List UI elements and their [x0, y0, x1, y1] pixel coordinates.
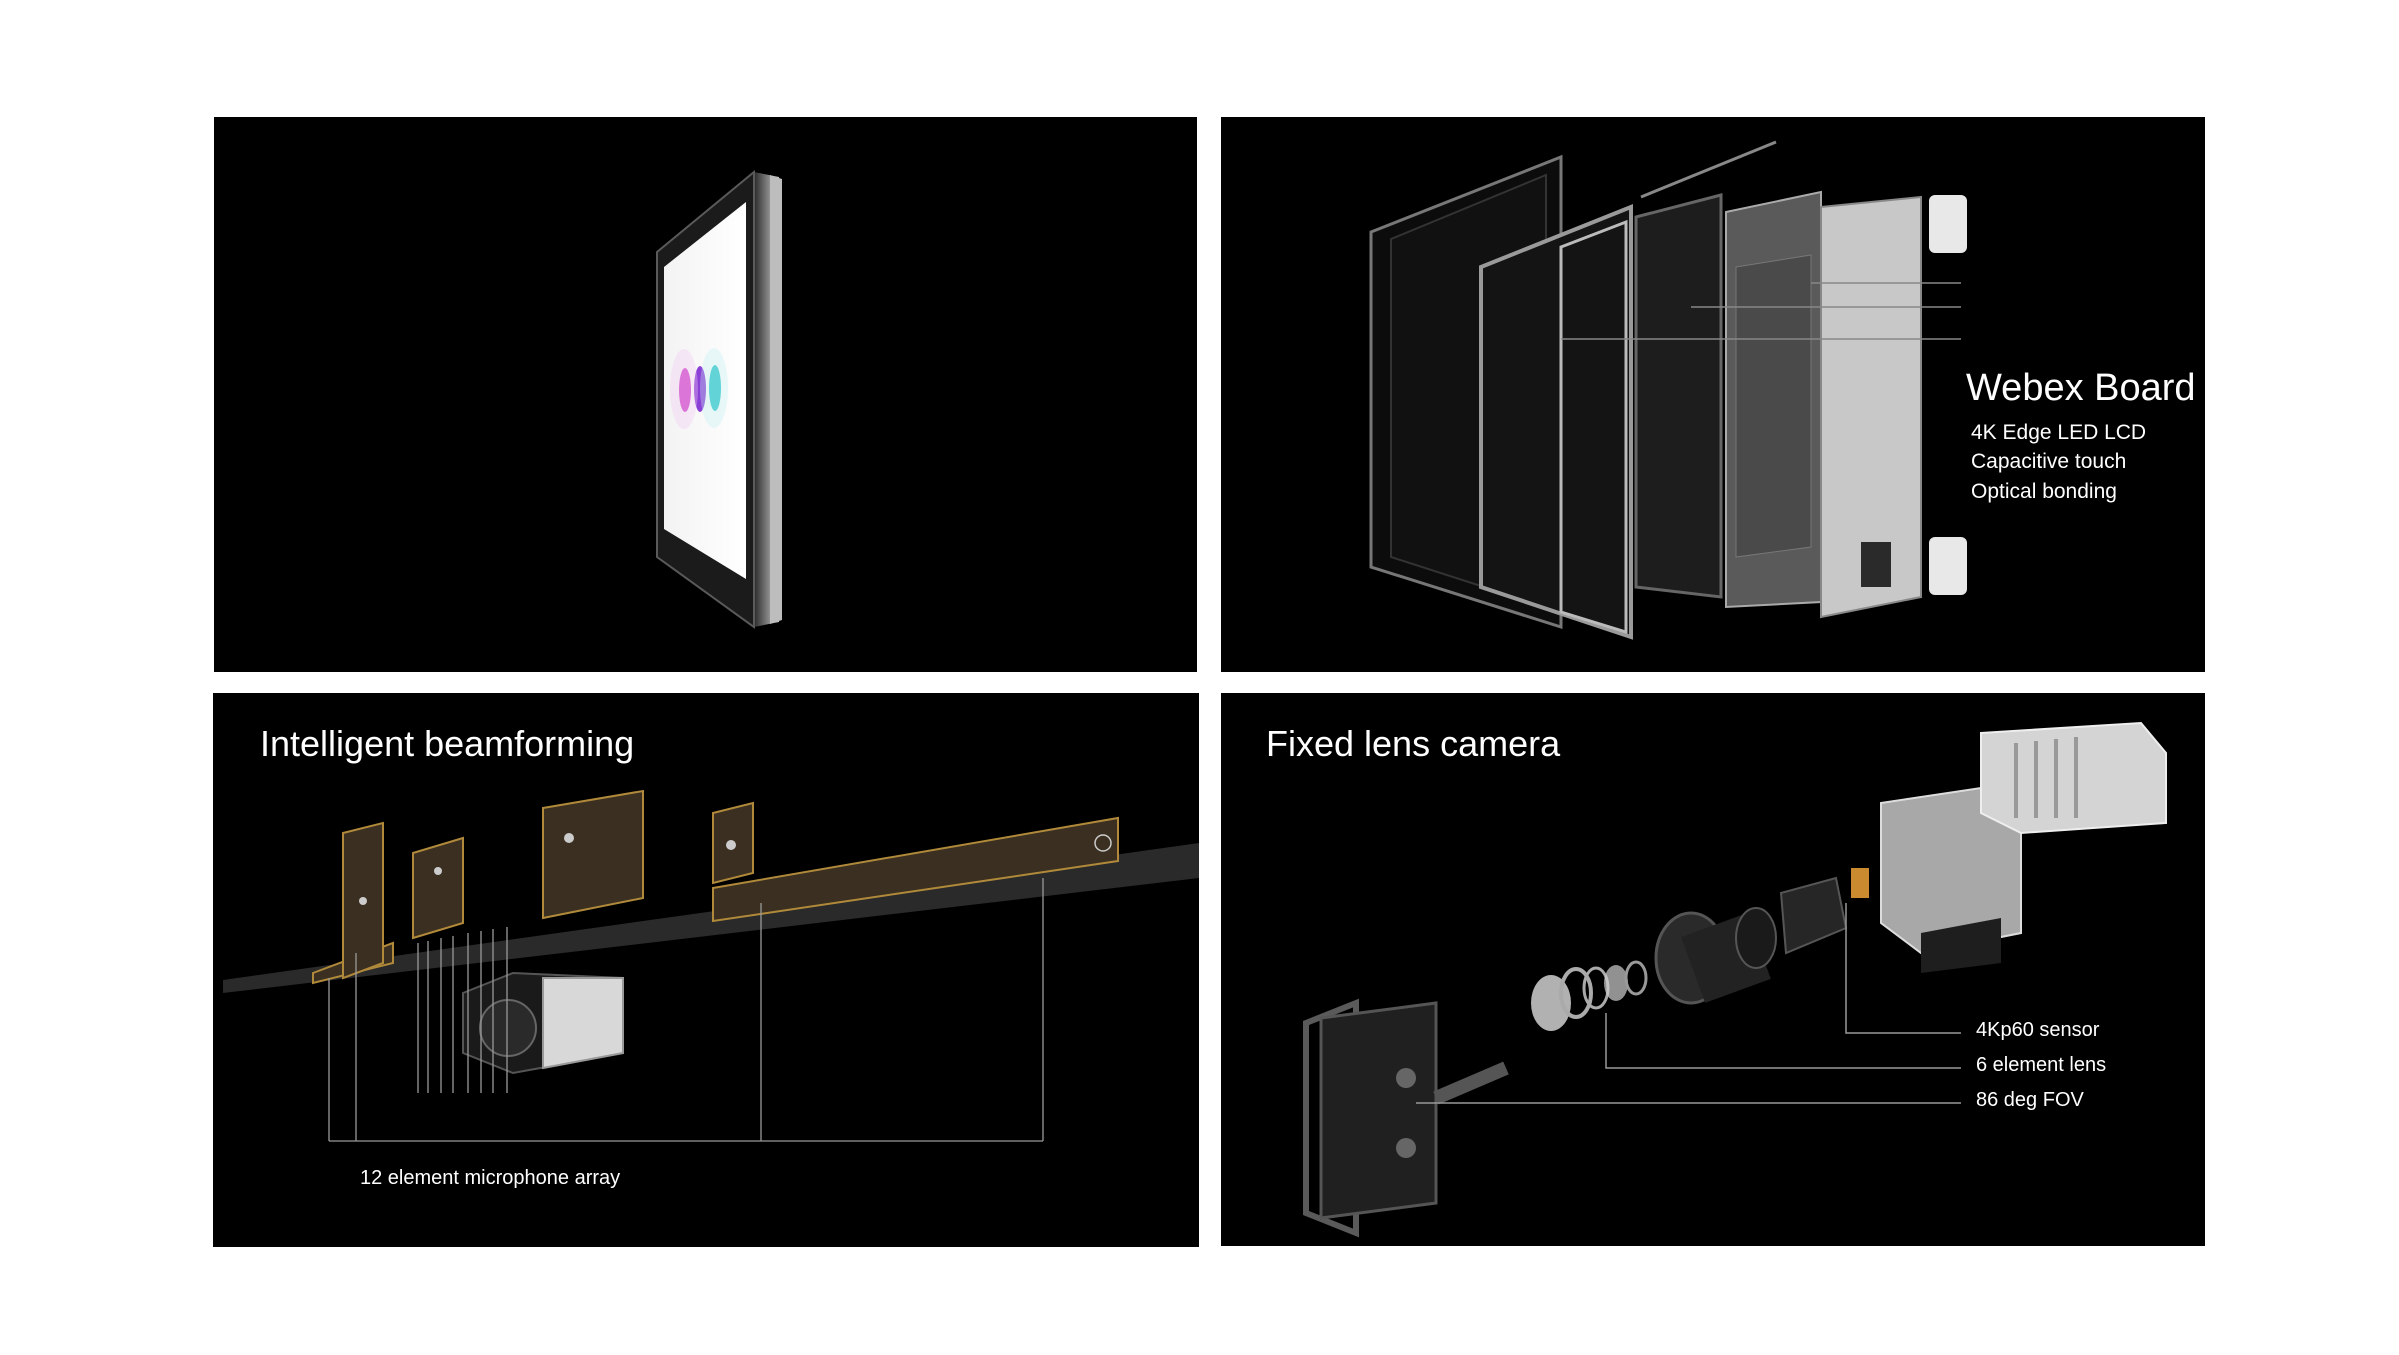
- webex-board-device-image: [656, 169, 782, 629]
- teal-bubble-icon: [709, 365, 721, 411]
- violet-bubble-icon: [694, 366, 706, 412]
- beamforming-title: Intelligent beamforming: [260, 723, 635, 764]
- magenta-bubble-icon: [679, 368, 691, 412]
- microphone-board-image: [223, 789, 1199, 1142]
- exploded-layers-image: [1369, 140, 1967, 640]
- camera-panel: Fixed lens camera 4Kp60 sensor 6 element…: [1221, 693, 2205, 1246]
- feature-touch-label: Capacitive touch: [1971, 450, 2127, 473]
- spec-fov-label: 86 deg FOV: [1976, 1089, 2084, 1111]
- board-device-panel: [214, 117, 1197, 672]
- spec-sensor-label: 4Kp60 sensor: [1976, 1019, 2100, 1041]
- camera-exploded-image: [1303, 721, 2167, 1238]
- exploded-view-panel: Webex Board 4K Edge LED LCD Capacitive t…: [1221, 117, 2205, 672]
- camera-title: Fixed lens camera: [1266, 723, 1561, 764]
- microphone-array-label: 12 element microphone array: [360, 1167, 621, 1189]
- beamforming-panel: Intelligent beamforming 12 element micro…: [213, 693, 1199, 1247]
- spec-lens-label: 6 element lens: [1976, 1054, 2107, 1076]
- exploded-view-title: Webex Board: [1966, 367, 2196, 409]
- feature-bonding-label: Optical bonding: [1971, 480, 2117, 503]
- feature-lcd-label: 4K Edge LED LCD: [1971, 421, 2147, 444]
